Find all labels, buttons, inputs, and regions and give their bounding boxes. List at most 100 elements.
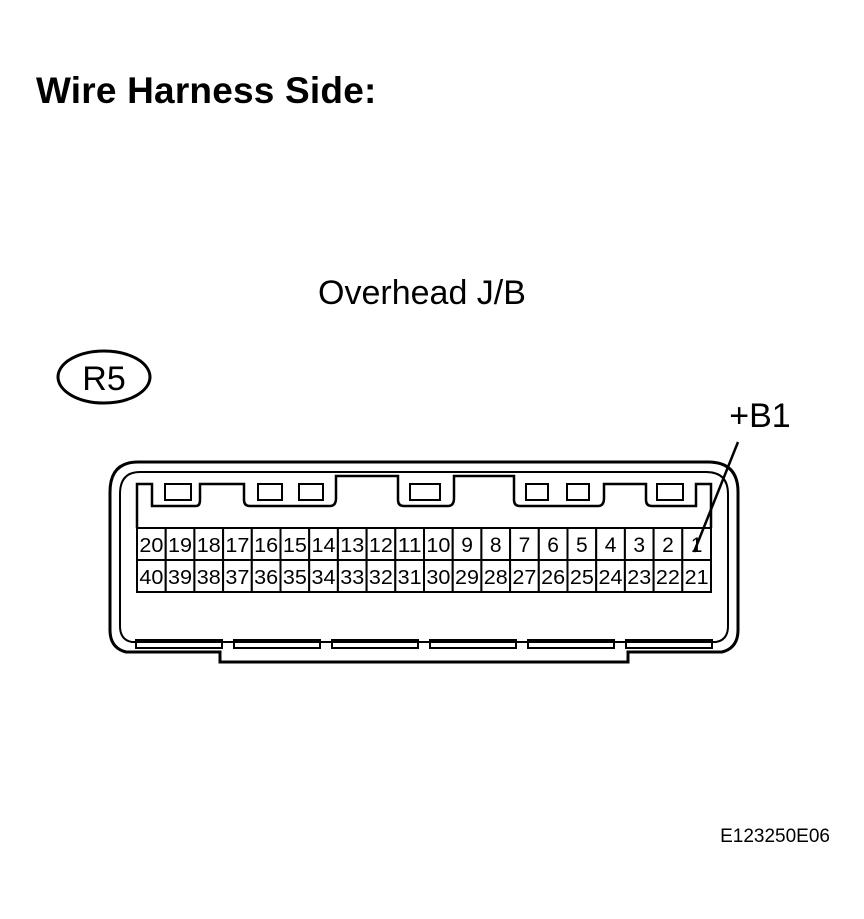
bottom-rail xyxy=(135,639,223,649)
terminal-box xyxy=(480,559,512,593)
terminal-cell: 27 xyxy=(509,559,540,593)
terminal-cell: 8 xyxy=(480,527,512,561)
key-slot xyxy=(656,483,684,501)
terminal-number: 14 xyxy=(312,535,336,557)
terminal-number: 33 xyxy=(340,567,364,589)
terminal-number: 27 xyxy=(512,567,536,589)
terminal-cell: 16 xyxy=(250,527,282,561)
terminal-box xyxy=(136,559,167,593)
terminal-cell: 14 xyxy=(308,527,339,561)
terminal-number: 34 xyxy=(312,567,336,589)
terminal-cell: 22 xyxy=(652,559,684,593)
terminal-cell: 2 xyxy=(652,527,684,561)
terminal-box xyxy=(336,527,368,561)
housing-inner xyxy=(119,471,729,643)
terminal-number: 19 xyxy=(168,535,192,557)
terminal-number: 21 xyxy=(685,567,709,589)
terminal-cell: 13 xyxy=(336,527,368,561)
keying-profile xyxy=(135,474,713,528)
terminal-cell: 35 xyxy=(279,559,311,593)
connector-code-badge: R5 xyxy=(56,349,152,405)
terminal-number: 29 xyxy=(455,567,479,589)
component-name: Overhead J/B xyxy=(318,274,526,312)
terminal-cell: 9 xyxy=(451,527,483,561)
terminal-number: 24 xyxy=(599,567,623,589)
key-slot xyxy=(257,483,283,501)
bottom-rail xyxy=(527,639,615,649)
terminal-cell: 28 xyxy=(480,559,512,593)
terminal-cell: 17 xyxy=(222,527,253,561)
connector-housing xyxy=(108,460,740,664)
terminal-number: 2 xyxy=(662,534,674,557)
terminal-box xyxy=(652,527,684,561)
terminal-cell: 7 xyxy=(509,527,540,561)
terminal-cell: 36 xyxy=(250,559,282,593)
bottom-rail xyxy=(625,639,713,649)
key-slot xyxy=(566,483,590,501)
terminal-box xyxy=(451,527,483,561)
terminal-cell: 25 xyxy=(566,559,598,593)
key-slot xyxy=(298,483,324,501)
terminal-number: 38 xyxy=(197,567,221,589)
terminal-cell: 15 xyxy=(279,527,311,561)
housing-outer xyxy=(108,460,740,664)
terminal-box xyxy=(681,559,712,593)
terminal-cell: 23 xyxy=(623,559,655,593)
terminal-cell: 3 xyxy=(623,527,655,561)
terminal-cell: 34 xyxy=(308,559,339,593)
terminal-number: 20 xyxy=(139,535,163,557)
terminal-box xyxy=(623,559,655,593)
key-slot xyxy=(525,483,549,501)
terminal-number: 12 xyxy=(369,535,393,557)
terminal-cell: 18 xyxy=(193,527,225,561)
terminal-number: 18 xyxy=(197,535,221,557)
terminal-callout-label: +B1 xyxy=(729,397,790,435)
terminal-number: 15 xyxy=(283,535,307,557)
terminal-number: 13 xyxy=(340,535,364,557)
terminal-cell: 4 xyxy=(595,527,626,561)
terminal-number: 6 xyxy=(547,534,559,557)
terminal-number: 30 xyxy=(426,567,450,589)
terminal-cell: 33 xyxy=(336,559,368,593)
terminal-box xyxy=(308,559,339,593)
terminal-cell: 39 xyxy=(164,559,196,593)
terminal-number: 35 xyxy=(283,567,307,589)
terminal-number: 25 xyxy=(570,567,594,589)
terminal-box xyxy=(279,559,311,593)
terminal-number: 22 xyxy=(656,567,680,589)
terminal-number: 39 xyxy=(168,567,192,589)
terminal-number: 17 xyxy=(225,535,249,557)
terminal-number: 10 xyxy=(426,535,450,557)
terminal-box xyxy=(193,527,225,561)
terminal-cell: 19 xyxy=(164,527,196,561)
terminal-number: 36 xyxy=(254,567,278,589)
terminal-cell: 24 xyxy=(595,559,626,593)
terminal-number: 37 xyxy=(225,567,249,589)
terminal-cell: 32 xyxy=(365,559,397,593)
terminal-cell: 26 xyxy=(537,559,569,593)
terminal-box xyxy=(136,527,167,561)
terminal-box xyxy=(250,559,282,593)
bottom-rail xyxy=(429,639,517,649)
terminal-number: 7 xyxy=(519,534,531,557)
figure-code: E123250E06 xyxy=(720,826,830,847)
terminal-cell: 6 xyxy=(537,527,569,561)
terminal-number: 4 xyxy=(605,534,617,557)
terminal-cell: 21 xyxy=(681,559,712,593)
key-slot xyxy=(164,483,192,501)
connector-code-text: R5 xyxy=(82,360,125,398)
terminal-number: 8 xyxy=(490,534,502,557)
terminal-box xyxy=(365,527,397,561)
terminal-grid: 2019181716151413121110987654321403938373… xyxy=(136,527,712,593)
terminal-box xyxy=(250,527,282,561)
bottom-rail xyxy=(331,639,419,649)
page-title: Wire Harness Side: xyxy=(36,70,377,111)
terminal-cell: 30 xyxy=(423,559,454,593)
key-slot xyxy=(409,483,441,501)
terminal-number: 23 xyxy=(627,567,651,589)
terminal-number: 31 xyxy=(398,567,422,589)
terminal-number: 16 xyxy=(254,535,278,557)
terminal-cell: 37 xyxy=(222,559,253,593)
terminal-callout-leader xyxy=(692,441,740,553)
